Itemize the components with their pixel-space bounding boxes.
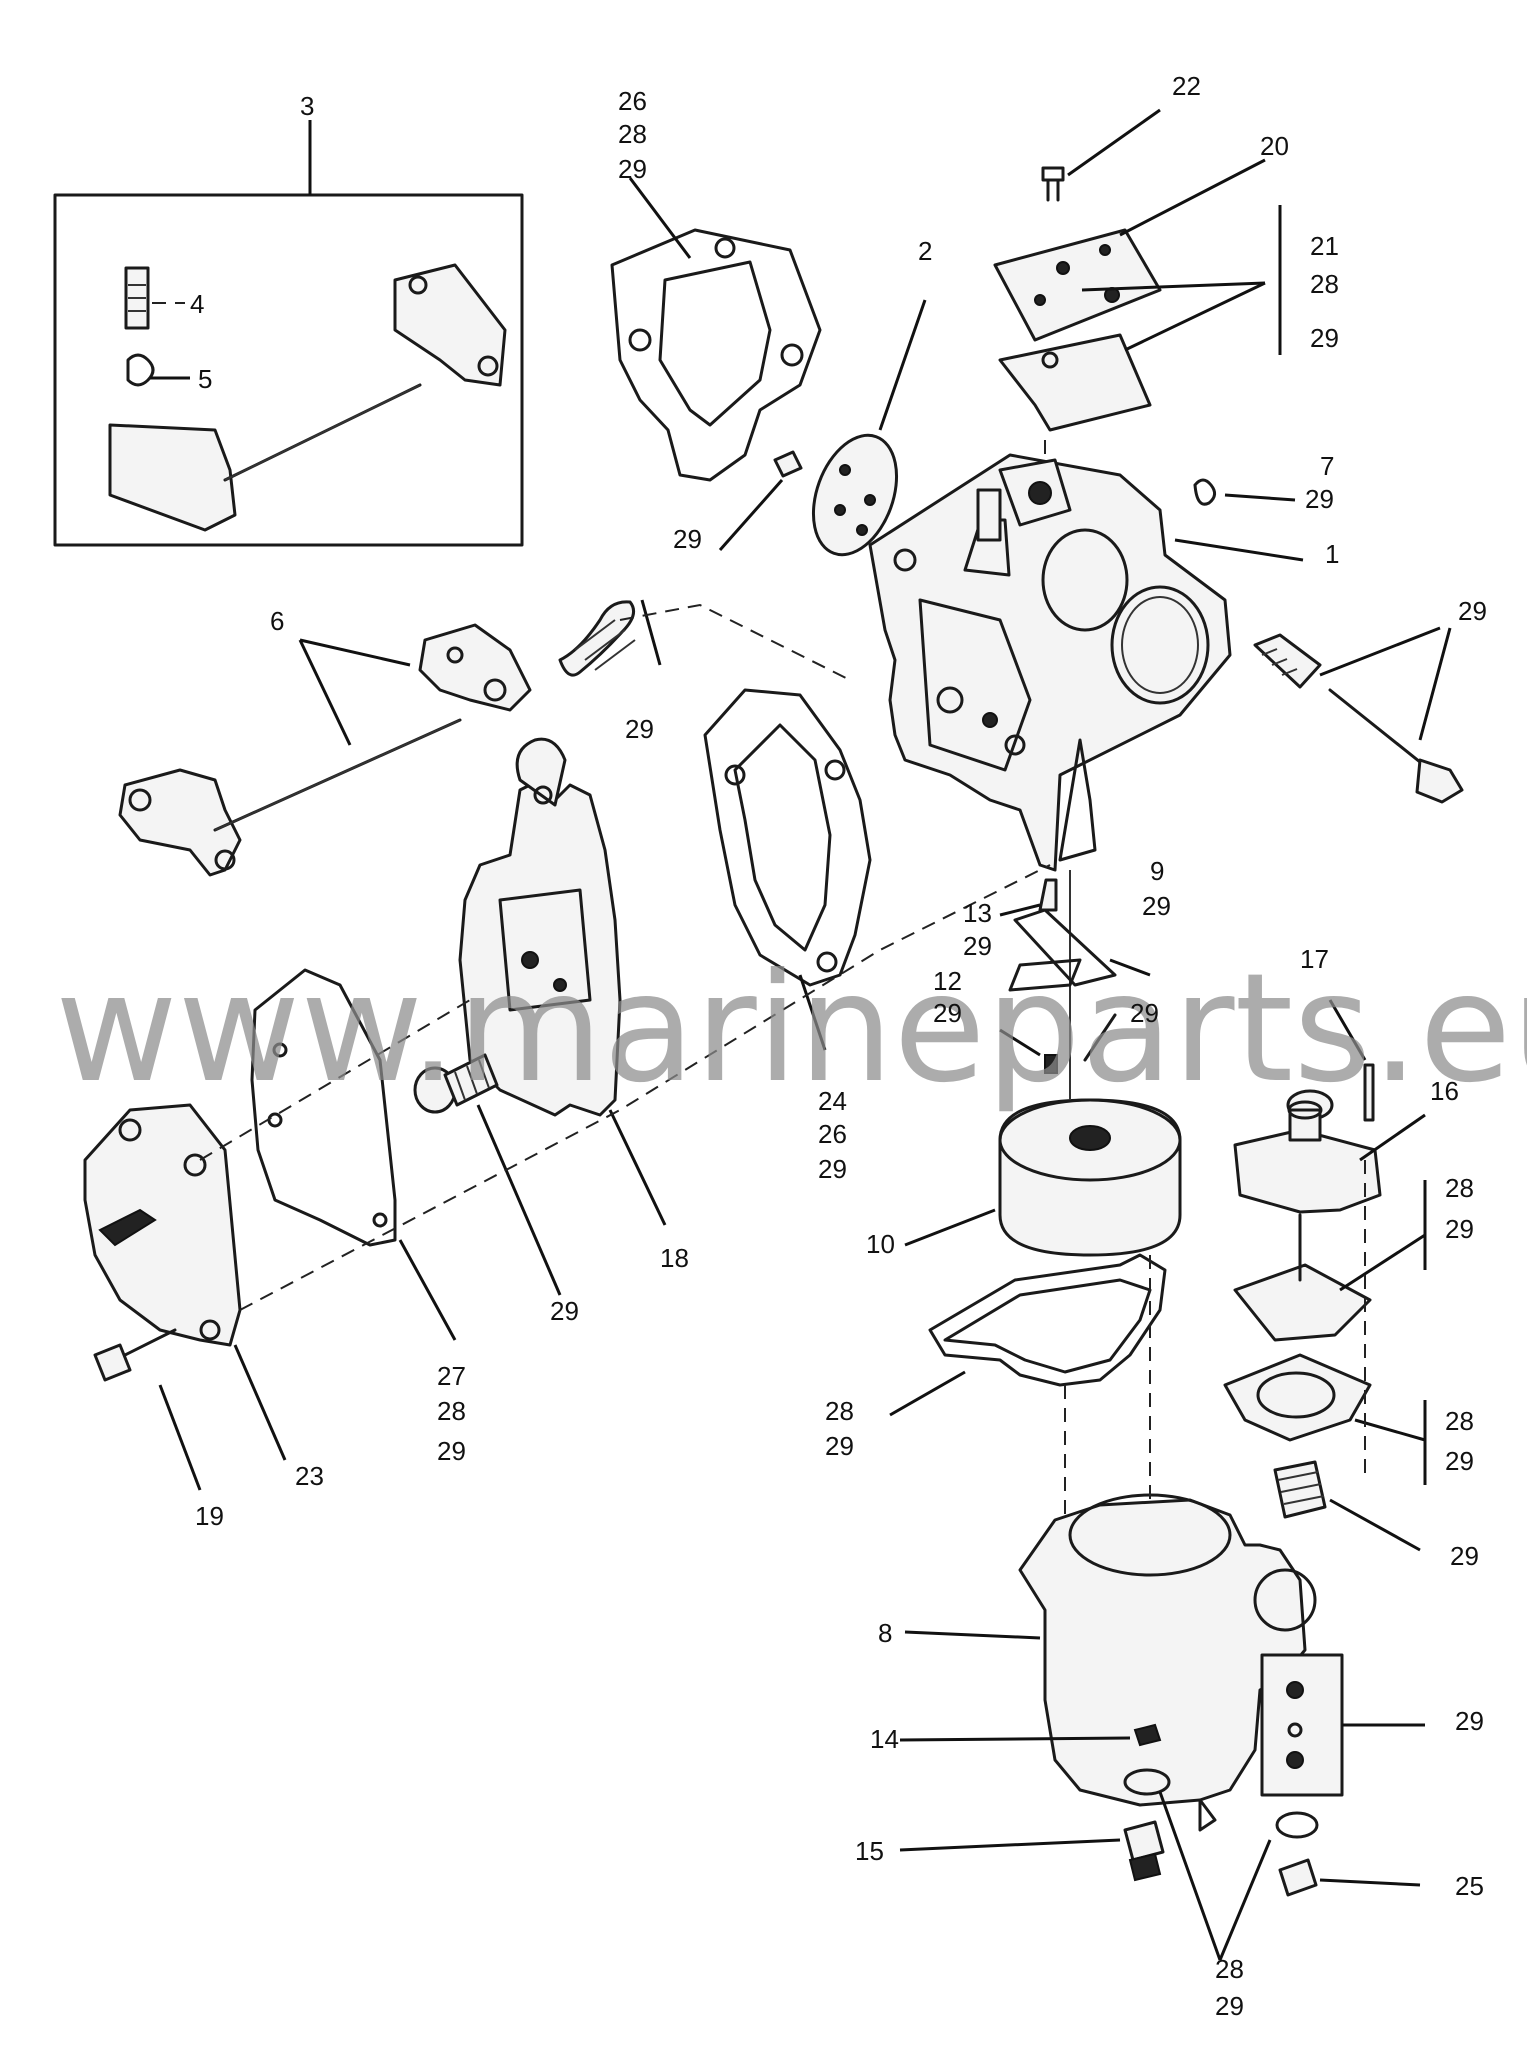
label-13: 13 [963, 898, 992, 928]
decal-29 [1260, 1653, 1425, 1797]
throttle-lever-6 [118, 599, 851, 877]
label-2: 2 [918, 236, 932, 266]
drain-parts [899, 1723, 1421, 1961]
label-29: 29 [618, 154, 647, 184]
label-29: 29 [1142, 891, 1171, 921]
label-26: 26 [818, 1119, 847, 1149]
label-29: 29 [818, 1154, 847, 1184]
carburetor-body-1 [868, 453, 1304, 872]
label-29: 29 [1305, 484, 1334, 514]
label-20: 20 [1260, 131, 1289, 161]
label-28: 28 [1310, 269, 1339, 299]
cover-plate-20 [993, 108, 1282, 505]
label-27: 27 [437, 1361, 466, 1391]
mixture-screw-29 [1253, 626, 1464, 804]
diaphragm-27 [250, 968, 457, 1341]
label-4: 4 [190, 289, 204, 319]
cover-23 [83, 1103, 287, 1461]
label-17: 17 [1300, 944, 1329, 974]
label-29: 29 [1455, 1706, 1484, 1736]
label-23: 23 [295, 1461, 324, 1491]
label-28: 28 [618, 119, 647, 149]
pump-parts-16 [1223, 999, 1427, 1552]
label-1: 1 [1325, 539, 1339, 569]
label-8: 8 [878, 1618, 892, 1648]
label-22: 22 [1172, 71, 1201, 101]
gasket-24 [703, 688, 872, 1051]
label-29: 29 [550, 1296, 579, 1326]
label-21: 21 [1310, 231, 1339, 261]
label-28: 28 [1445, 1173, 1474, 1203]
label-10: 10 [866, 1229, 895, 1259]
label-29: 29 [625, 714, 654, 744]
part-labels: 3 4 5 26 28 29 22 20 2 21 28 29 7 29 1 2… [190, 71, 1487, 2021]
label-9: 9 [1150, 856, 1164, 886]
label-29: 29 [1445, 1446, 1474, 1476]
label-12: 12 [933, 966, 962, 996]
label-6: 6 [270, 606, 284, 636]
label-29: 29 [1310, 323, 1339, 353]
label-18: 18 [660, 1243, 689, 1273]
label-26: 26 [618, 86, 647, 116]
label-29: 29 [1215, 1991, 1244, 2021]
inset-panel [53, 120, 524, 547]
label-29: 29 [1458, 596, 1487, 626]
label-15: 15 [855, 1836, 884, 1866]
plunger-29 [413, 1053, 562, 1296]
label-16: 16 [1430, 1076, 1459, 1106]
label-5: 5 [198, 364, 212, 394]
label-25: 25 [1455, 1871, 1484, 1901]
float-10 [904, 870, 1182, 1257]
label-29: 29 [933, 998, 962, 1028]
label-3: 3 [300, 91, 314, 121]
label-28: 28 [1445, 1406, 1474, 1436]
label-29: 29 [1450, 1541, 1479, 1571]
label-24: 24 [818, 1086, 847, 1116]
label-29: 29 [1130, 998, 1159, 1028]
pump-cover-18 [458, 737, 667, 1226]
diaphragm-2 [718, 299, 927, 557]
label-28: 28 [437, 1396, 466, 1426]
label-29: 29 [1445, 1214, 1474, 1244]
gasket-26 [610, 177, 822, 482]
label-7: 7 [1320, 451, 1334, 481]
screw-19 [93, 1328, 202, 1491]
label-29: 29 [437, 1436, 466, 1466]
label-28: 28 [825, 1396, 854, 1426]
label-29: 29 [825, 1431, 854, 1461]
label-28: 28 [1215, 1954, 1244, 1984]
bowl-gasket-28 [889, 1253, 1167, 1417]
label-29: 29 [963, 931, 992, 961]
label-14: 14 [870, 1724, 899, 1754]
label-19: 19 [195, 1501, 224, 1531]
label-29: 29 [673, 524, 702, 554]
watermark: www.marineparts.eu [55, 942, 1527, 1116]
